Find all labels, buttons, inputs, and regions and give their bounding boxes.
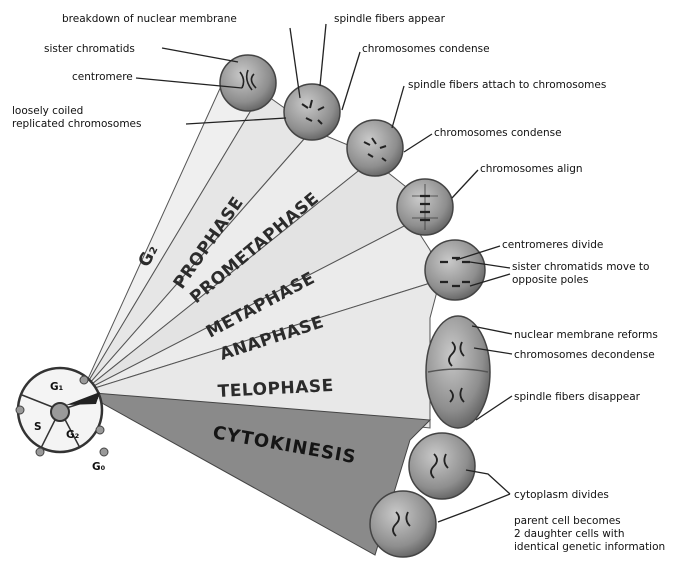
label-centromeres-divide: centromeres divide	[502, 239, 603, 251]
cycle-s-label: S	[34, 421, 42, 433]
label-spindle-attach: spindle fibers attach to chromosomes	[408, 79, 606, 91]
cycle-g1-label: G₁	[50, 381, 64, 393]
label-nuclear-reform: nuclear membrane reforms	[514, 329, 658, 341]
label-chrom-align: chromosomes align	[480, 163, 583, 175]
cell-telophase	[426, 316, 490, 428]
label-sister-move-2: opposite poles	[512, 274, 588, 286]
label-loosely-2: replicated chromosomes	[12, 118, 141, 130]
cell-cycle-wheel: G₁ S G₂ G₀	[16, 368, 108, 473]
cell-daughter-2	[370, 491, 436, 557]
cell-prometaphase	[347, 120, 403, 176]
cell-daughter-1	[409, 433, 475, 499]
label-parent-1: parent cell becomes	[514, 515, 621, 527]
cell-prophase	[284, 84, 340, 140]
label-sister-chromatids: sister chromatids	[44, 43, 135, 55]
cycle-g2-label: G₂	[66, 429, 80, 441]
label-parent-3: identical genetic information	[514, 541, 665, 553]
label-loosely-1: loosely coiled	[12, 105, 83, 117]
label-spindle-appear: spindle fibers appear	[334, 13, 446, 25]
label-chrom-decondense: chromosomes decondense	[514, 349, 655, 361]
label-sister-move-1: sister chromatids move to	[512, 261, 649, 273]
cell-anaphase	[425, 240, 485, 300]
cycle-g0-label: G₀	[92, 461, 106, 473]
label-chrom-condense-2: chromosomes condense	[434, 127, 562, 139]
label-centromere: centromere	[72, 71, 133, 83]
label-parent-2: 2 daughter cells with	[514, 528, 624, 540]
label-cyto-divides: cytoplasm divides	[514, 489, 609, 501]
label-spindle-disappear: spindle fibers disappear	[514, 391, 641, 403]
label-chrom-condense-1: chromosomes condense	[362, 43, 490, 55]
label-breakdown: breakdown of nuclear membrane	[62, 13, 237, 25]
